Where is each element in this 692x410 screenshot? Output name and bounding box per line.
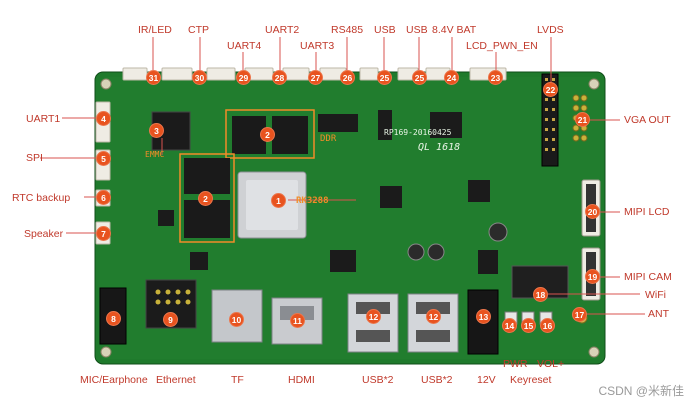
cpu-silk: RK3288 <box>296 196 329 206</box>
callout-marker-11: 11 <box>290 313 305 328</box>
callout-marker-30: 30 <box>192 70 207 85</box>
label-spi: SPI <box>26 152 43 164</box>
label-uart2: UART2 <box>265 24 300 36</box>
callout-marker-6: 6 <box>96 190 111 205</box>
callout-marker-1: 1 <box>271 193 286 208</box>
label-lcd-pwn: LCD_PWN_EN <box>466 40 538 52</box>
capacitors <box>407 222 508 261</box>
label-vga-out: VGA OUT <box>624 114 671 126</box>
label-lvds: LVDS <box>537 24 564 36</box>
label-usb-b: USB <box>406 24 428 36</box>
mount-hole <box>100 346 112 358</box>
pcb-inner-shade <box>100 77 600 359</box>
label-usb2-b: USB*2 <box>421 374 453 386</box>
callout-marker-21: 21 <box>575 112 590 127</box>
callout-marker-29: 29 <box>236 70 251 85</box>
callout-marker-18: 18 <box>533 287 548 302</box>
label-vol-plus: VOL+ <box>537 358 565 370</box>
callout-marker-25a: 25 <box>377 70 392 85</box>
callout-marker-27: 27 <box>308 70 323 85</box>
emmc-silk: EMMC <box>145 150 165 159</box>
label-tf: TF <box>231 374 244 386</box>
misc-ics <box>158 110 498 274</box>
callout-marker-28: 28 <box>272 70 287 85</box>
callout-marker-7: 7 <box>96 226 111 241</box>
label-ctp: CTP <box>188 24 209 36</box>
callout-marker-19: 19 <box>585 269 600 284</box>
top-connectors <box>122 67 507 81</box>
label-rtc: RTC backup <box>12 192 71 204</box>
label-ir-led: IR/LED <box>138 24 172 36</box>
label-12v: 12V <box>477 374 496 386</box>
label-bat: 8.4V BAT <box>432 24 477 36</box>
callout-marker-14: 14 <box>502 318 517 333</box>
callout-marker-17: 17 <box>572 307 587 322</box>
callout-marker-12a: 12 <box>366 309 381 324</box>
callout-marker-20: 20 <box>585 204 600 219</box>
lvds-header <box>541 73 559 167</box>
label-mipi-lcd: MIPI LCD <box>624 206 670 218</box>
callout-marker-13: 13 <box>476 309 491 324</box>
ddr-box-top <box>225 109 315 159</box>
label-mipi-cam: MIPI CAM <box>624 271 672 283</box>
callout-marker-22: 22 <box>543 82 558 97</box>
ddr-box-left <box>179 153 235 243</box>
callout-marker-3: 3 <box>149 123 164 138</box>
callout-marker-26: 26 <box>340 70 355 85</box>
label-wifi: WiFi <box>645 289 666 301</box>
callout-marker-8: 8 <box>106 311 121 326</box>
callout-marker-10: 10 <box>229 312 244 327</box>
label-speaker: Speaker <box>24 228 64 240</box>
ddr-chip <box>272 116 308 154</box>
callout-marker-16: 16 <box>540 318 555 333</box>
callout-marker-2a: 2 <box>260 127 275 142</box>
label-rs485: RS485 <box>331 24 364 36</box>
label-hdmi: HDMI <box>288 374 315 386</box>
mount-hole <box>588 346 600 358</box>
label-mic: MIC/Earphone <box>80 374 148 386</box>
label-ant: ANT <box>648 308 669 320</box>
label-usb-a: USB <box>374 24 396 36</box>
callout-marker-31: 31 <box>146 70 161 85</box>
callout-marker-5: 5 <box>96 151 111 166</box>
callout-marker-2b: 2 <box>198 191 213 206</box>
label-uart1: UART1 <box>26 113 61 125</box>
callout-marker-15: 15 <box>521 318 536 333</box>
watermark: CSDN @米新佳 <box>598 384 684 398</box>
label-ethernet: Ethernet <box>156 374 196 386</box>
callout-marker-4: 4 <box>96 111 111 126</box>
callout-marker-24: 24 <box>444 70 459 85</box>
label-uart4: UART4 <box>227 40 262 52</box>
label-keyreset: Keyreset <box>510 374 552 386</box>
callout-marker-25b: 25 <box>412 70 427 85</box>
callout-marker-12b: 12 <box>426 309 441 324</box>
mount-hole <box>588 78 600 90</box>
hdmi-port <box>271 297 323 345</box>
callout-marker-9: 9 <box>163 312 178 327</box>
ddr-chip <box>184 200 230 238</box>
callout-marker-23: 23 <box>488 70 503 85</box>
label-uart3: UART3 <box>300 40 335 52</box>
label-usb2-a: USB*2 <box>362 374 394 386</box>
label-pwr: PWR <box>503 358 528 370</box>
leader-lines <box>40 37 645 315</box>
ddr-silk: DDR <box>320 134 337 144</box>
ddr-chip <box>184 158 230 194</box>
board-code-silk: QL 1618 <box>418 142 461 153</box>
mount-hole <box>100 78 112 90</box>
board-id-silk: RP169-20160425 <box>384 128 452 137</box>
